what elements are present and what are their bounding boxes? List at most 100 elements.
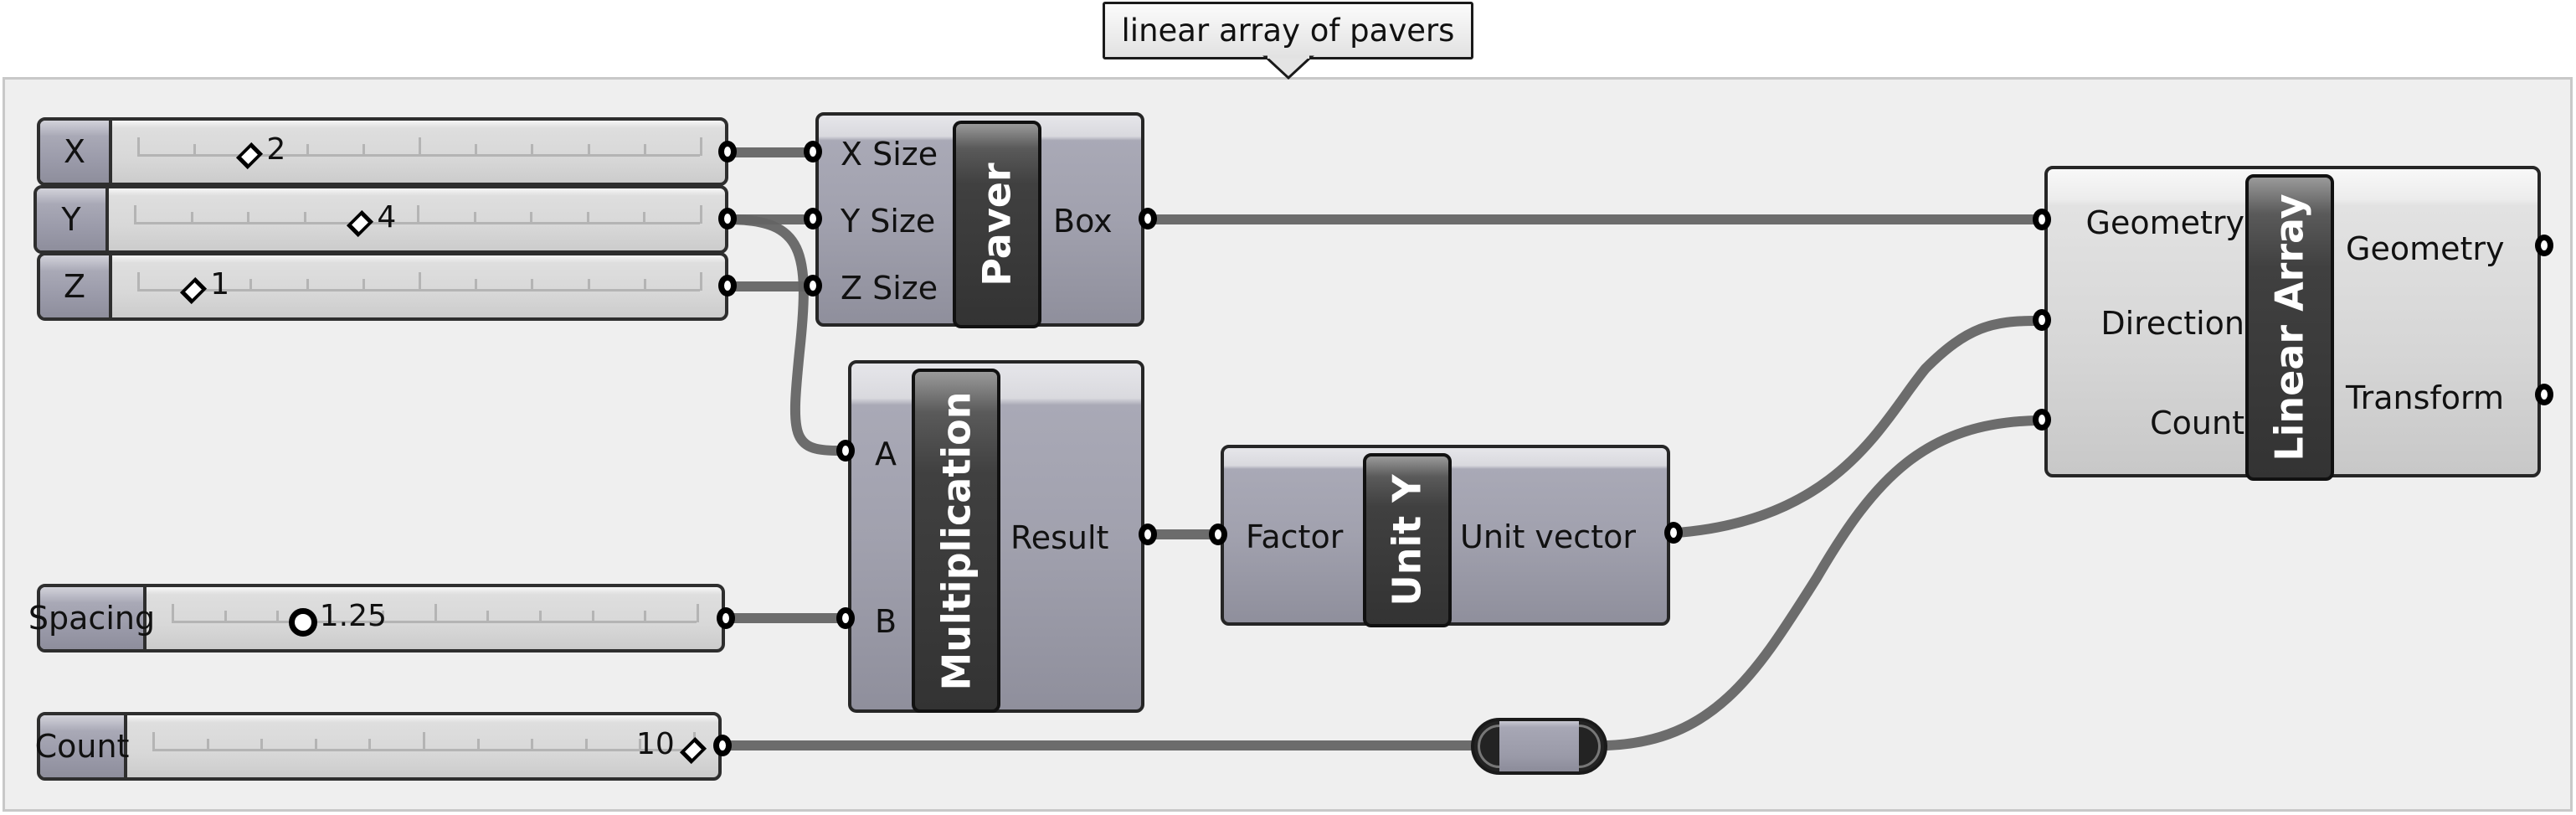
slider-label: Y xyxy=(37,188,109,250)
slider-count[interactable]: Count 10 xyxy=(35,712,722,781)
input-grip[interactable] xyxy=(804,208,822,230)
slider-tick xyxy=(700,272,702,291)
component-nickname-box: Paver xyxy=(953,121,1041,328)
output-label: Geometry xyxy=(2346,230,2505,267)
output-label: Unit vector xyxy=(1460,518,1636,555)
input-grip[interactable] xyxy=(836,607,855,629)
input-grip[interactable] xyxy=(804,275,822,297)
slider-tick xyxy=(206,739,209,751)
slider-tick xyxy=(260,739,264,751)
slider-tick xyxy=(530,212,533,224)
component-nickname: Unit Y xyxy=(1385,474,1430,606)
slider-tick xyxy=(587,279,590,291)
slider-tick xyxy=(697,604,699,622)
input-grip[interactable] xyxy=(2033,209,2051,230)
slider-z[interactable]: Z 1 xyxy=(37,252,728,321)
component-linear-array[interactable]: Geometry Direction Count Linear Array Ge… xyxy=(2044,166,2541,481)
component-nickname-box: Multiplication xyxy=(912,369,1000,713)
slider-tick xyxy=(587,144,590,156)
input-grip[interactable] xyxy=(836,440,855,462)
input-label: Y Size xyxy=(841,203,936,240)
slider-tick xyxy=(276,611,280,622)
slider-y[interactable]: Y 4 xyxy=(33,185,728,254)
slider-tick xyxy=(249,279,253,291)
slider-handle[interactable] xyxy=(180,276,208,305)
slider-tick xyxy=(419,137,421,156)
slider-tick xyxy=(475,144,478,156)
wire-relay[interactable] xyxy=(1471,718,1607,775)
component-nickname: Paver xyxy=(974,162,1021,286)
slider-tick xyxy=(362,144,365,156)
slider-tick xyxy=(591,611,594,622)
group-title: linear array of pavers xyxy=(1121,13,1455,49)
slider-tick xyxy=(381,611,384,622)
output-grip[interactable] xyxy=(718,275,737,297)
input-grip[interactable] xyxy=(1209,524,1227,545)
slider-tick xyxy=(473,212,476,224)
component-unit-y[interactable]: Factor Unit Y Unit vector xyxy=(1221,445,1670,627)
input-label: Direction xyxy=(2100,305,2244,342)
slider-tick xyxy=(643,212,646,224)
input-grip[interactable] xyxy=(804,141,822,162)
slider-tick xyxy=(134,205,136,224)
slider-label: Count xyxy=(35,715,129,777)
slider-tick xyxy=(700,205,702,224)
output-grip[interactable] xyxy=(1139,524,1157,545)
slider-tick xyxy=(531,739,534,751)
slider-tick xyxy=(417,205,419,224)
slider-tick xyxy=(476,739,480,751)
slider-spacing[interactable]: Spacing 1.25 xyxy=(28,584,725,653)
slider-tick xyxy=(172,604,174,622)
slider-value: 1 xyxy=(210,267,230,302)
input-label: Z Size xyxy=(841,270,938,307)
slider-tick xyxy=(639,739,642,751)
slider-value: 10 xyxy=(636,727,675,761)
output-grip[interactable] xyxy=(713,735,732,756)
slider-tick xyxy=(434,604,437,622)
component-multiplication[interactable]: A B Multiplication Result xyxy=(848,360,1144,713)
input-label: Factor xyxy=(1246,518,1344,555)
slider-tick xyxy=(306,279,309,291)
group-title-callout[interactable]: linear array of pavers xyxy=(1103,2,1473,59)
slider-tick xyxy=(247,212,250,224)
output-grip[interactable] xyxy=(718,208,737,230)
callout-pointer-icon xyxy=(1262,55,1314,80)
slider-tick xyxy=(193,144,197,156)
slider-tick xyxy=(137,272,140,291)
output-grip[interactable] xyxy=(2535,235,2553,256)
input-label: X Size xyxy=(841,136,938,173)
input-label: B xyxy=(875,603,897,640)
slider-handle[interactable] xyxy=(679,736,707,765)
slider-tick xyxy=(306,144,309,156)
slider-tick xyxy=(362,279,365,291)
component-nickname-box: Linear Array xyxy=(2245,174,2334,481)
output-grip[interactable] xyxy=(2535,384,2553,405)
output-grip[interactable] xyxy=(718,141,737,162)
slider-tick xyxy=(700,137,702,156)
slider-tick xyxy=(538,611,542,622)
slider-tick xyxy=(531,144,534,156)
slider-tick xyxy=(475,279,478,291)
output-grip[interactable] xyxy=(1139,208,1157,230)
component-paver[interactable]: X Size Y Size Z Size Paver Box xyxy=(815,112,1144,328)
slider-tick xyxy=(644,611,647,622)
output-grip[interactable] xyxy=(717,607,735,629)
slider-handle[interactable] xyxy=(347,209,374,238)
slider-tick xyxy=(314,739,317,751)
output-grip[interactable] xyxy=(1664,522,1683,544)
slider-value: 4 xyxy=(377,200,397,235)
input-grip[interactable] xyxy=(2033,309,2051,331)
slider-tick xyxy=(303,212,306,224)
slider-handle[interactable] xyxy=(236,142,264,170)
input-label: Count xyxy=(2150,405,2244,441)
slider-tick xyxy=(531,279,534,291)
input-grip[interactable] xyxy=(2033,409,2051,431)
slider-tick xyxy=(329,611,332,622)
slider-tick xyxy=(643,144,646,156)
slider-x[interactable]: X 2 xyxy=(37,117,728,186)
input-label: A xyxy=(875,436,897,472)
slider-tick xyxy=(586,212,589,224)
slider-label: Z xyxy=(40,255,112,317)
slider-handle[interactable] xyxy=(288,608,317,637)
slider-tick xyxy=(486,611,490,622)
